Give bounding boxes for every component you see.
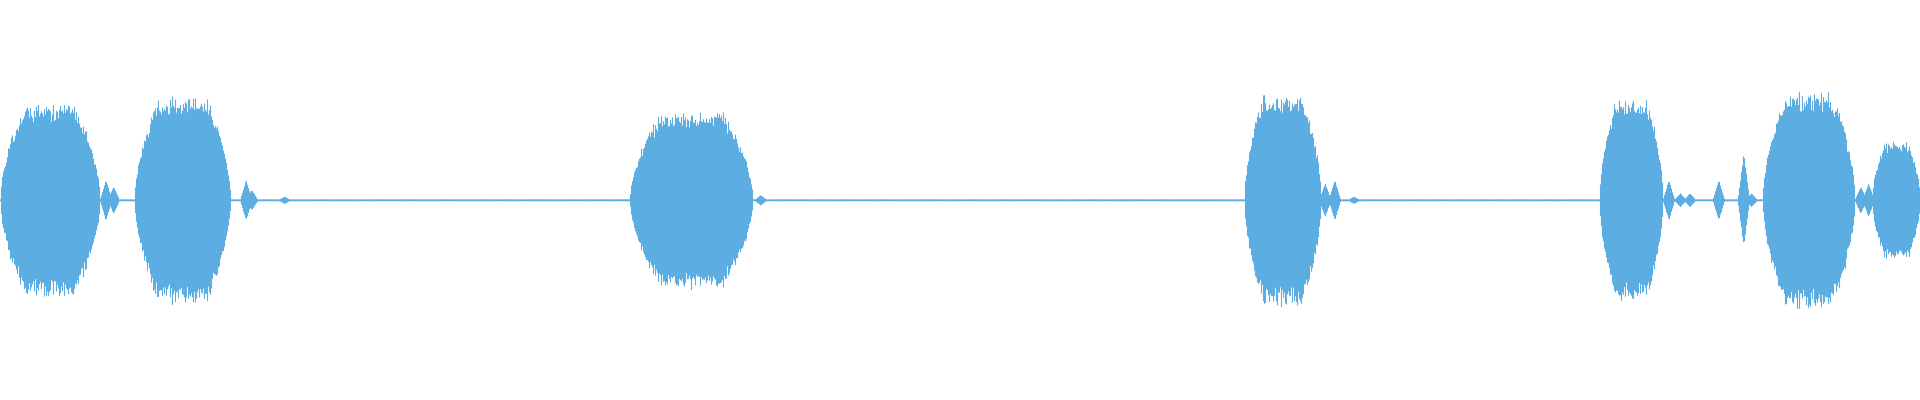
waveform-bars (0, 91, 1920, 309)
